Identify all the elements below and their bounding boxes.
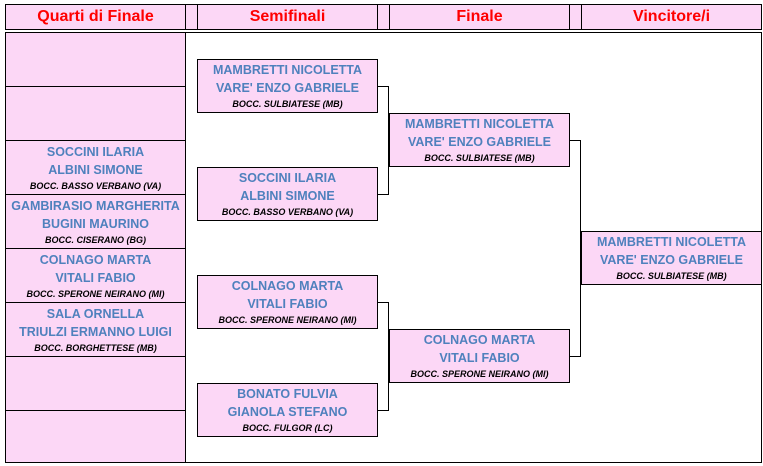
player-2: VARE' ENZO GABRIELE (599, 253, 744, 267)
player-1: MAMBRETTI NICOLETTA (404, 117, 555, 131)
club-name: BOCC. CISERANO (BG) (45, 234, 146, 245)
bracket-connector (378, 302, 389, 303)
header-quarti: Quarti di Finale (5, 4, 186, 30)
player-1: COLNAGO MARTA (423, 333, 536, 347)
bracket-connector (378, 86, 389, 87)
player-2: VITALI FABIO (55, 270, 136, 285)
winner-slot: MAMBRETTI NICOLETTA VARE' ENZO GABRIELE … (581, 231, 762, 285)
header-separator (570, 4, 581, 30)
quarter-slot (5, 32, 186, 87)
header-separator (378, 4, 389, 30)
club-name: BOCC. BASSO VERBANO (VA) (29, 180, 162, 191)
player-1: MAMBRETTI NICOLETTA (596, 235, 747, 249)
semifinal-slot: MAMBRETTI NICOLETTA VARE' ENZO GABRIELE … (197, 59, 378, 113)
quarter-slot (5, 356, 186, 411)
semifinal-slot: COLNAGO MARTA VITALI FABIO BOCC. SPERONE… (197, 275, 378, 329)
semifinal-slot: BONATO FULVIA GIANOLA STEFANO BOCC. FULG… (197, 383, 378, 437)
player-2: BUGINI MAURINO (42, 216, 149, 231)
club-name: BOCC. SULBIATESE (MB) (616, 271, 727, 281)
player-1: SALA ORNELLA (46, 306, 145, 321)
club-name: BOCC. SPERONE NEIRANO (MI) (410, 369, 549, 379)
final-slot: MAMBRETTI NICOLETTA VARE' ENZO GABRIELE … (389, 113, 570, 167)
bracket-connector (388, 86, 389, 195)
club-name: BOCC. BORGHETTESE (MB) (34, 342, 157, 353)
semifinal-slot: SOCCINI ILARIA ALBINI SIMONE BOCC. BASSO… (197, 167, 378, 221)
player-1: SOCCINI ILARIA (238, 171, 337, 185)
bracket-connector (378, 194, 389, 195)
bracket-connector (580, 140, 581, 357)
header-finale: Finale (389, 4, 570, 30)
bracket-connector (570, 140, 581, 141)
player-2: ALBINI SIMONE (48, 162, 143, 177)
player-2: VITALI FABIO (247, 297, 328, 311)
club-name: BOCC. FULGOR (LC) (242, 423, 333, 433)
bracket-connector (378, 410, 389, 411)
quarter-slot: SALA ORNELLA TRIULZI ERMANNO LUIGI BOCC.… (5, 302, 186, 357)
quarter-slot: GAMBIRASIO MARGHERITA BUGINI MAURINO BOC… (5, 194, 186, 249)
quarter-slot (5, 86, 186, 141)
club-name: BOCC. SULBIATESE (MB) (232, 99, 343, 109)
header-separator (186, 4, 197, 30)
final-slot: COLNAGO MARTA VITALI FABIO BOCC. SPERONE… (389, 329, 570, 383)
club-name: BOCC. SPERONE NEIRANO (MI) (218, 315, 357, 325)
player-1: COLNAGO MARTA (231, 279, 344, 293)
club-name: BOCC. SULBIATESE (MB) (424, 153, 535, 163)
bracket-connector (388, 302, 389, 411)
player-1: BONATO FULVIA (237, 387, 338, 401)
quarter-slot (5, 410, 186, 463)
player-2: TRIULZI ERMANNO LUIGI (19, 324, 172, 339)
player-1: SOCCINI ILARIA (46, 144, 145, 159)
player-1: COLNAGO MARTA (39, 252, 152, 267)
header-semifinali: Semifinali (197, 4, 378, 30)
player-2: VARE' ENZO GABRIELE (215, 81, 360, 95)
player-2: ALBINI SIMONE (240, 189, 335, 203)
quarter-slot: COLNAGO MARTA VITALI FABIO BOCC. SPERONE… (5, 248, 186, 303)
player-2: VITALI FABIO (439, 351, 520, 365)
player-2: GIANOLA STEFANO (227, 405, 348, 419)
club-name: BOCC. BASSO VERBANO (VA) (221, 207, 354, 217)
club-name: BOCC. SPERONE NEIRANO (MI) (26, 288, 165, 299)
player-1: MAMBRETTI NICOLETTA (212, 63, 363, 77)
quarter-slot: SOCCINI ILARIA ALBINI SIMONE BOCC. BASSO… (5, 140, 186, 195)
player-2: VARE' ENZO GABRIELE (407, 135, 552, 149)
header-vincitore: Vincitore/i (581, 4, 762, 30)
player-1: GAMBIRASIO MARGHERITA (11, 198, 180, 213)
bracket-connector (570, 356, 581, 357)
